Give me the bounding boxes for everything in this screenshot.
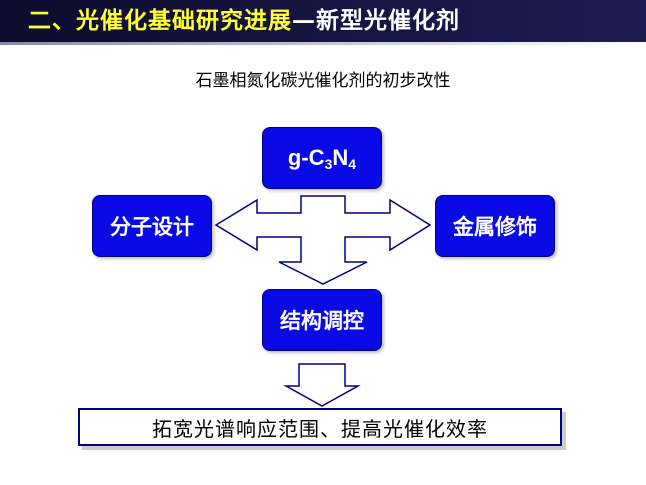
diagram-subtitle: 石墨相氮化碳光催化剂的初步改性 [195, 71, 451, 91]
slide-title: 二、光催化基础研究进展—新型光催化剂 [28, 7, 460, 35]
title-bar: 二、光催化基础研究进展—新型光催化剂 [0, 0, 646, 45]
four-way-arrow [214, 195, 432, 285]
node-metal-modification: 金属修饰 [435, 195, 555, 257]
slide-title-main: 二、光催化基础研究进展 [28, 8, 292, 34]
node-molecular-design: 分子设计 [92, 195, 212, 257]
down-arrow [283, 363, 361, 407]
node-structure-control: 结构调控 [262, 289, 382, 351]
slide-title-sub: —新型光催化剂 [292, 8, 460, 34]
result-box: 拓宽光谱响应范围、提高光催化效率 [78, 408, 562, 446]
node-g-c3n4-label: g-C3N4 [287, 144, 357, 172]
node-g-c3n4: g-C3N4 [262, 127, 382, 189]
